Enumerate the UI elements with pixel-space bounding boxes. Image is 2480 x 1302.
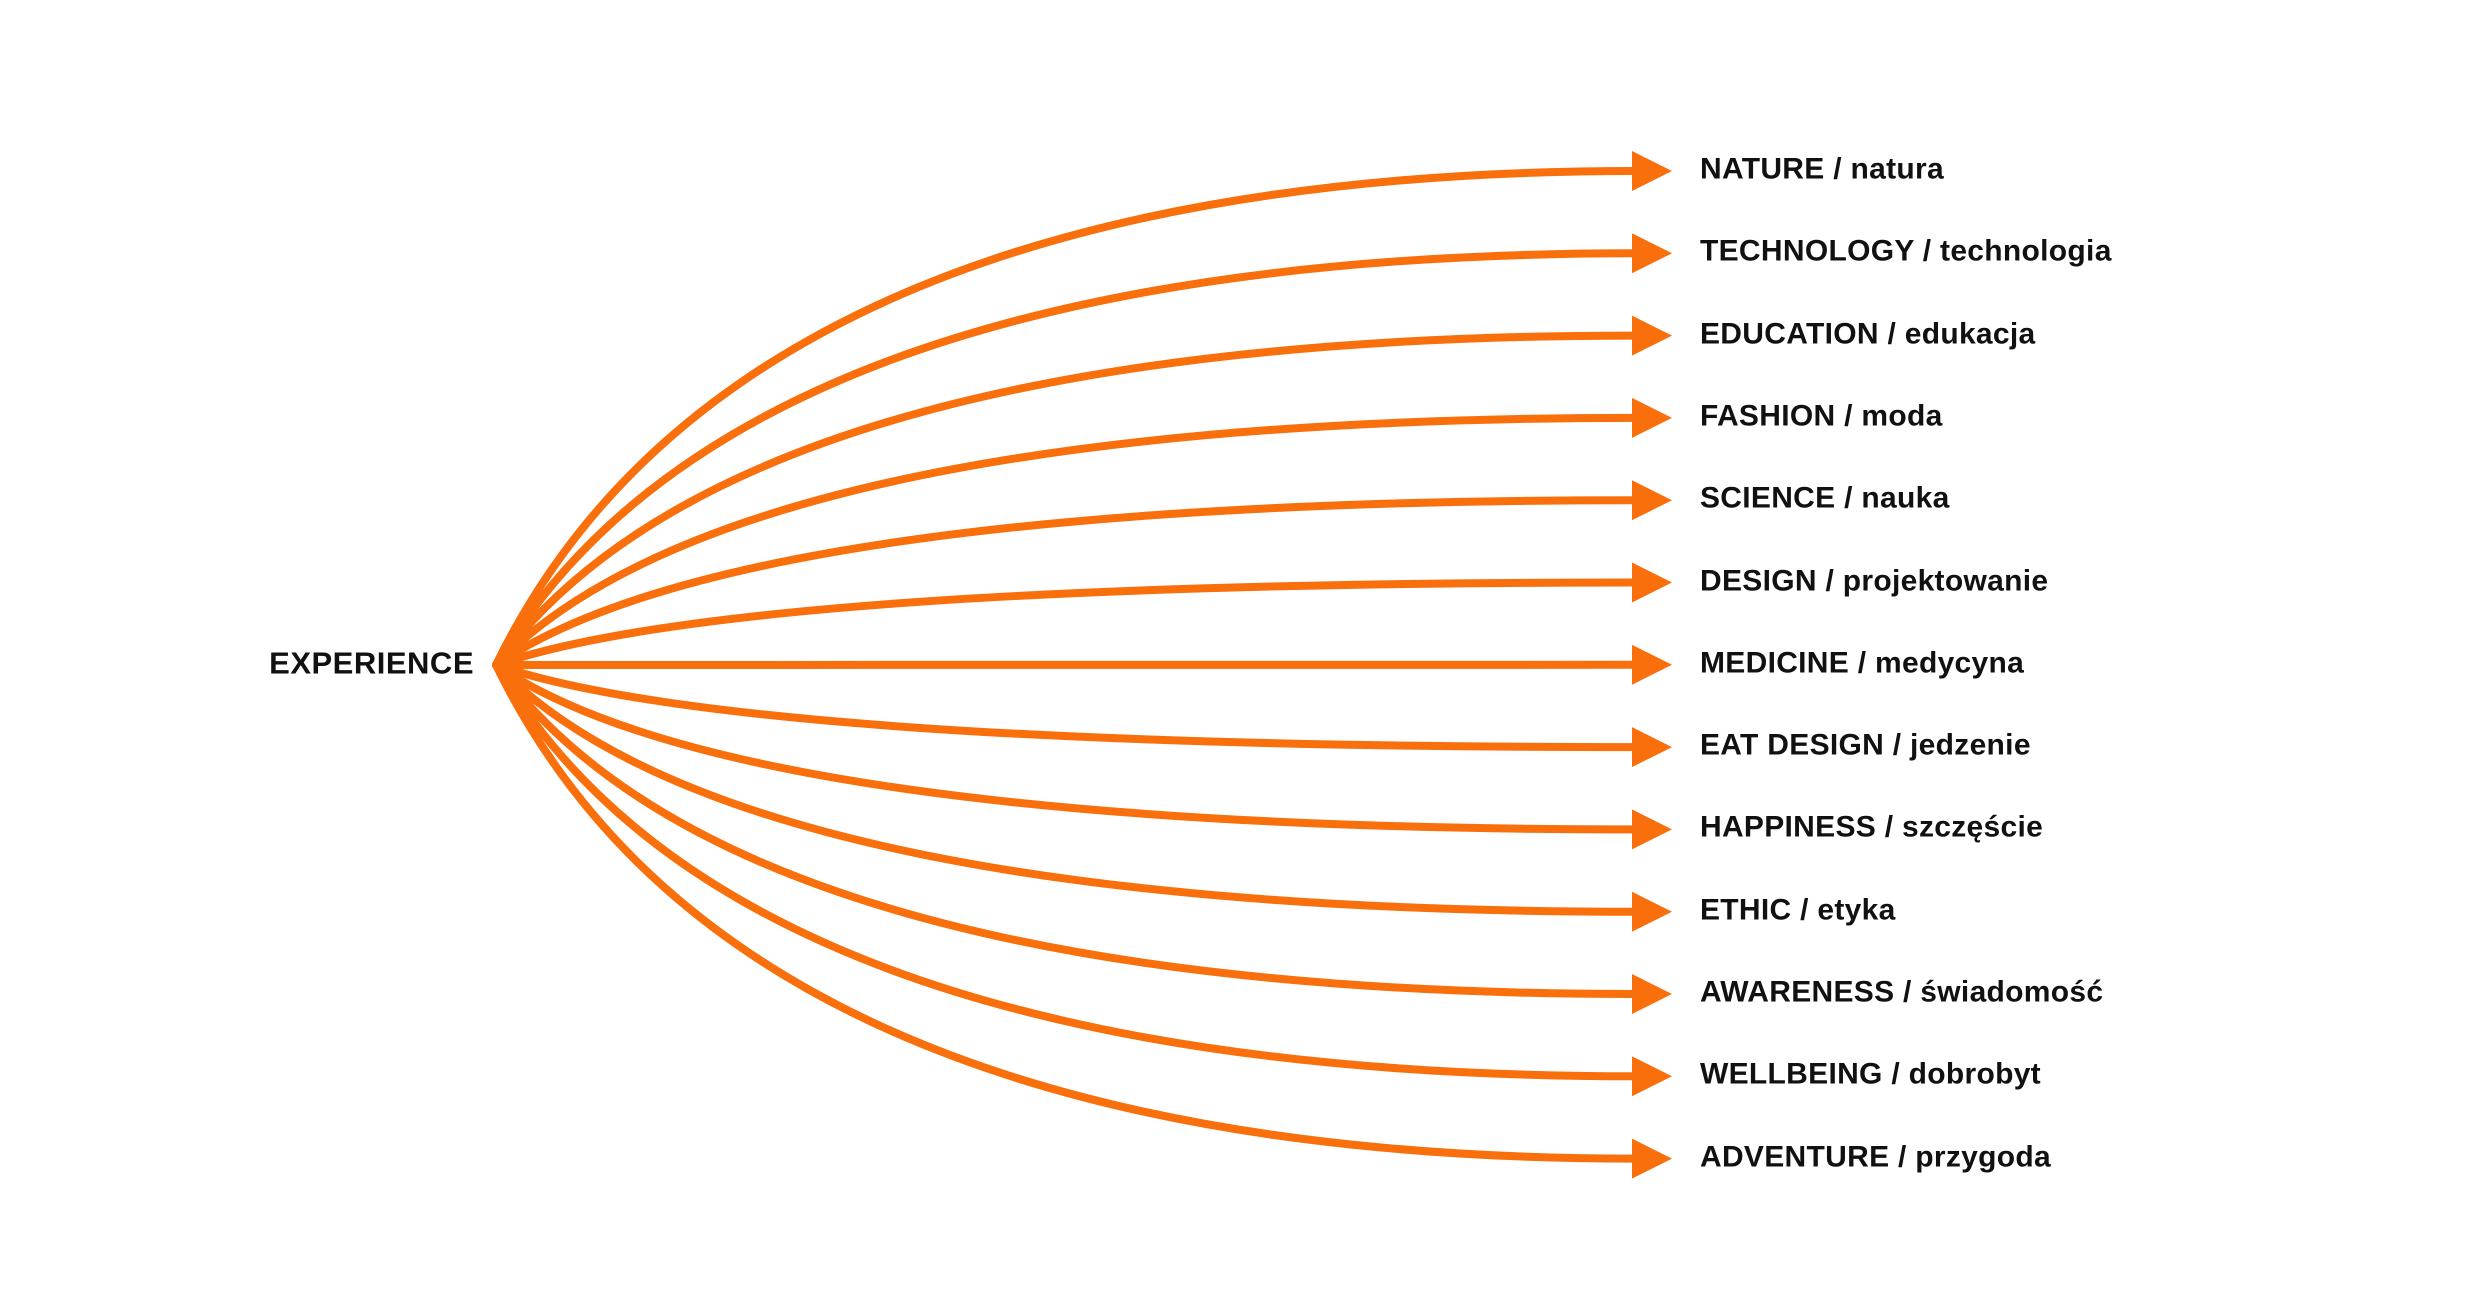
arrow-curve bbox=[492, 315, 1672, 669]
node-label-happiness: HAPPINESS / szczęście bbox=[1700, 811, 2044, 845]
node-label-wellbeing: WELLBEING / dobrobyt bbox=[1700, 1057, 2041, 1091]
node-label-eat-design: EAT DESIGN / jedzenie bbox=[1700, 728, 2031, 762]
arrow-curve bbox=[492, 661, 1672, 850]
arrow-curve bbox=[492, 661, 1672, 932]
arrow-curve bbox=[492, 480, 1672, 669]
node-label-fashion: FASHION / moda bbox=[1700, 399, 1943, 433]
node-label-adventure: ADVENTURE / przygoda bbox=[1700, 1140, 2052, 1174]
node-label-nature: NATURE / natura bbox=[1700, 152, 1944, 186]
arrow-curve bbox=[492, 151, 1672, 669]
arrow-group bbox=[492, 151, 1672, 1179]
node-label-design: DESIGN / projektowanie bbox=[1700, 564, 2049, 598]
node-label-science: SCIENCE / nauka bbox=[1700, 481, 1950, 515]
node-label-medicine: MEDICINE / medycyna bbox=[1700, 646, 2025, 680]
node-label-education: EDUCATION / edukacja bbox=[1700, 317, 2036, 351]
arrow-curve bbox=[492, 661, 1672, 1097]
arrow-curve bbox=[492, 233, 1672, 669]
experience-label: EXPERIENCE bbox=[269, 645, 474, 681]
arrow-curve bbox=[492, 562, 1672, 669]
arrow-curve bbox=[492, 661, 1672, 768]
node-label-ethic: ETHIC / etyka bbox=[1700, 893, 1896, 927]
arrow-curve bbox=[492, 661, 1672, 1179]
arrow-curve bbox=[492, 397, 1672, 669]
node-label-awareness: AWARENESS / świadomość bbox=[1700, 975, 2104, 1009]
arrow-curve bbox=[492, 661, 1672, 1014]
node-label-technology: TECHNOLOGY / technologia bbox=[1700, 234, 2112, 268]
